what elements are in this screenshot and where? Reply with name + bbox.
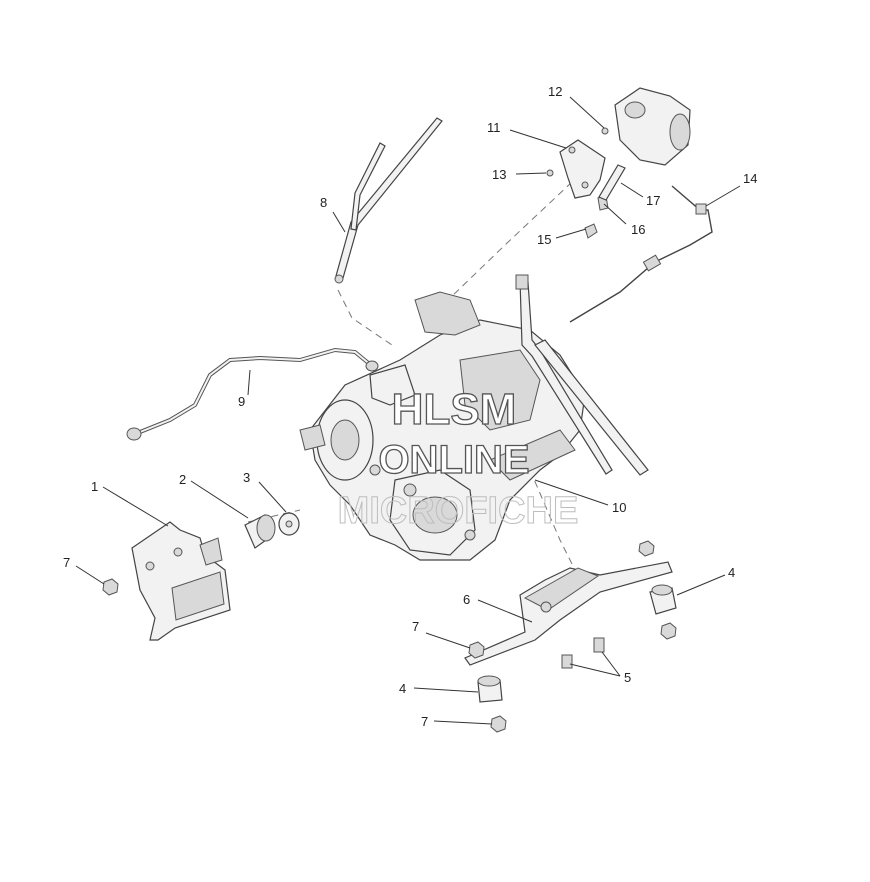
left-mount-bracket[interactable]: [131, 521, 231, 641]
nut-7-top: [638, 540, 655, 557]
callout-15: 15: [537, 232, 551, 247]
throttle-body[interactable]: [601, 87, 691, 166]
callout-1: 1: [91, 479, 98, 494]
watermark-line-3: MICROFICHE: [338, 490, 579, 532]
nut-7-right: [660, 622, 677, 640]
assembly-guide-lines: [247, 181, 576, 571]
callout-11: 11: [487, 120, 501, 135]
rubber-mount-4-lower[interactable]: [477, 675, 503, 703]
watermark-line-2: ONLINE: [378, 438, 529, 482]
leader-lines: [75, 96, 741, 725]
callout-8: 8: [320, 195, 327, 210]
callout-17: 17: [646, 193, 660, 208]
callout-4-lower: 4: [399, 681, 406, 696]
callout-4-right: 4: [728, 565, 735, 580]
rear-mount-bracket[interactable]: [464, 561, 673, 666]
callout-14: 14: [743, 171, 757, 186]
engine-tubes: [515, 274, 649, 476]
watermark: HLSM ONLINE MICROFICHE: [337, 384, 579, 532]
watermark-line-1: HLSM: [392, 385, 517, 434]
callout-3: 3: [243, 470, 250, 485]
callout-12: 12: [548, 84, 562, 99]
rubber-mount-4-right[interactable]: [649, 584, 677, 615]
breather-rod[interactable]: [334, 117, 443, 284]
hose-17: [598, 164, 626, 201]
wire-harness[interactable]: [126, 347, 379, 441]
callout-10: 10: [612, 500, 626, 515]
clip-15: [584, 223, 598, 239]
callout-5: 5: [624, 670, 631, 685]
screw-13: [546, 169, 554, 177]
engine-assembly[interactable]: [299, 291, 586, 561]
callout-7-left: 7: [63, 555, 70, 570]
rubber-mount-2[interactable]: [244, 514, 276, 549]
nut-7-left: [102, 578, 119, 596]
bolt-5a: [561, 654, 573, 669]
washer-3[interactable]: [278, 512, 300, 536]
throttle-cable[interactable]: [569, 185, 713, 323]
throttle-bracket[interactable]: [559, 139, 606, 199]
nuts-and-bolts: [102, 540, 677, 733]
callout-16: 16: [631, 222, 645, 237]
small-hardware: [546, 164, 626, 239]
callout-9: 9: [238, 394, 245, 409]
nut-7-bottom: [490, 715, 507, 733]
callout-labels: 1 2 3 7 4 6 7 5 4 7 8 9 10 11 12 13 14 1…: [63, 84, 757, 729]
callout-2: 2: [179, 472, 186, 487]
callout-13: 13: [492, 167, 506, 182]
callout-6: 6: [463, 592, 470, 607]
bolt-5b: [593, 637, 605, 653]
callout-7-mid: 7: [412, 619, 419, 634]
callout-7-bottom: 7: [421, 714, 428, 729]
nut-7-mid: [468, 641, 485, 659]
